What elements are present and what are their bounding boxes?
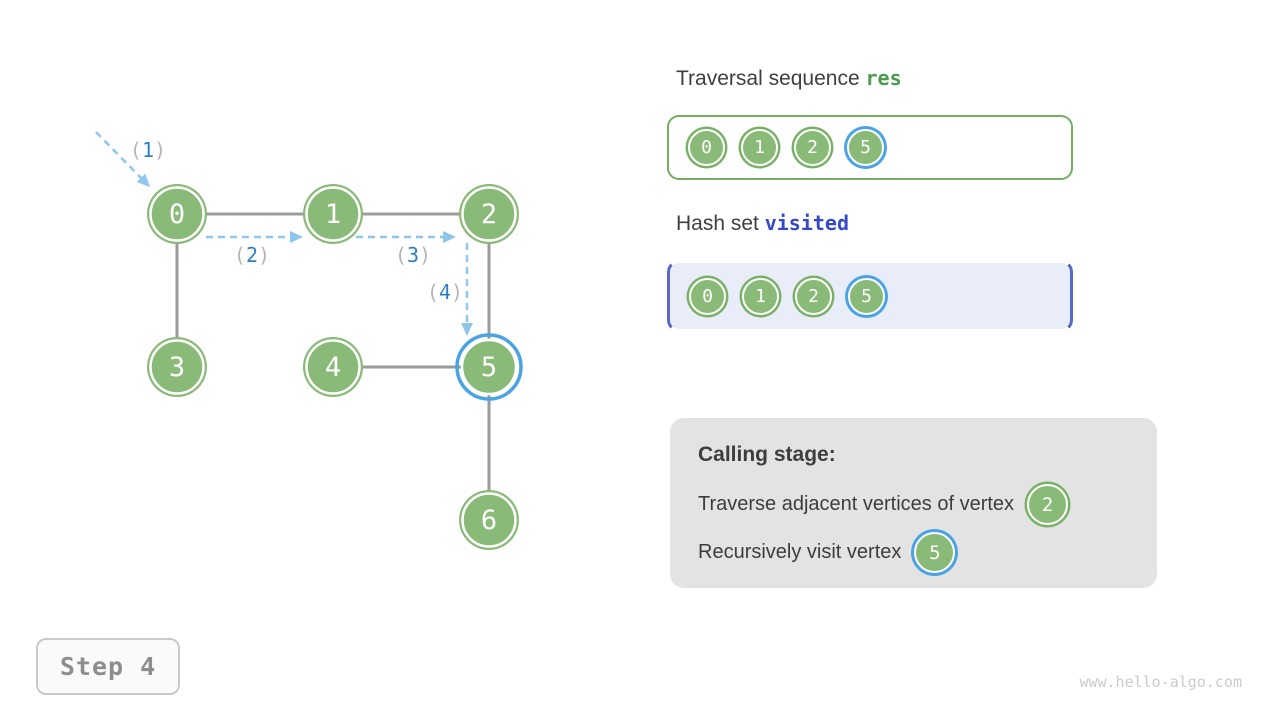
res-panel-title: Traversal sequence res <box>676 66 902 91</box>
visited-item-0: 0 <box>689 277 726 315</box>
graph-node-0: 0 <box>147 184 207 244</box>
node-6-circle <box>459 490 519 550</box>
res-sequence-box: 0 1 2 5 <box>667 115 1073 180</box>
node-1-circle <box>303 184 363 244</box>
res-item-2: 2 <box>794 129 831 166</box>
node-2-inner-ring <box>461 186 517 242</box>
res-item-3-highlighted: 5 <box>847 129 884 166</box>
watermark: www.hello-algo.com <box>1079 673 1242 691</box>
node-4-circle <box>303 337 363 397</box>
node-5-label: 5 <box>481 352 497 383</box>
graph-node-1: 1 <box>303 184 363 244</box>
step-badge: Step 4 <box>36 638 180 695</box>
node-6-inner-ring <box>461 492 517 548</box>
step-label-4: (4) <box>427 280 463 304</box>
graph-node-4: 4 <box>303 337 363 397</box>
calling-line-1: Traverse adjacent vertices of vertex 2 <box>698 484 1129 525</box>
graph-node-6: 6 <box>459 490 519 550</box>
visited-item-2: 2 <box>795 277 832 315</box>
node-0-inner-ring <box>149 186 205 242</box>
visited-panel-title: Hash set visited <box>676 211 849 236</box>
node-2-circle <box>459 184 519 244</box>
node-1-label: 1 <box>325 199 341 230</box>
calling-line-2: Recursively visit vertex 5 <box>698 532 1129 573</box>
node-3-label: 3 <box>169 352 185 383</box>
calling-line-2-text: Recursively visit vertex <box>698 541 902 563</box>
graph-node-5-highlighted: 5 <box>455 333 523 401</box>
visited-item-3-highlighted: 5 <box>848 277 885 315</box>
graph-node-3: 3 <box>147 337 207 397</box>
node-4-inner-ring <box>305 339 361 395</box>
step-label-2: (2) <box>234 243 270 267</box>
node-0-circle <box>147 184 207 244</box>
node-5-highlight-ring <box>455 333 523 401</box>
res-item-0: 0 <box>688 129 725 166</box>
traversal-step-labels: (1) (2) (3) (4) <box>130 138 463 304</box>
graph-diagram: (1) (2) (3) (4) 0 1 2 3 4 <box>95 131 523 550</box>
traversal-arrows <box>95 131 473 336</box>
visited-title-text: Hash set <box>676 212 759 235</box>
res-item-1: 1 <box>741 129 778 166</box>
step-label-1: (1) <box>130 138 166 162</box>
res-title-text: Traversal sequence <box>676 67 860 90</box>
node-4-label: 4 <box>325 352 341 383</box>
node-1-inner-ring <box>305 186 361 242</box>
calling-line-1-text: Traverse adjacent vertices of vertex <box>698 493 1015 515</box>
visited-set-box: 0 1 2 5 <box>667 260 1073 332</box>
graph-node-2: 2 <box>459 184 519 244</box>
traversal-arrow-1 <box>95 131 151 188</box>
visited-variable-name: visited <box>764 211 850 235</box>
calling-line-1-node: 2 <box>1027 484 1069 525</box>
calling-line-2-node-highlighted: 5 <box>914 532 956 573</box>
calling-stage-panel: Calling stage: Traverse adjacent vertice… <box>670 418 1157 588</box>
step-label-3: (3) <box>395 243 431 267</box>
visited-item-1: 1 <box>742 277 779 315</box>
node-3-inner-ring <box>149 339 205 395</box>
node-5-circle <box>461 339 517 395</box>
node-0-label: 0 <box>169 199 185 230</box>
node-3-circle <box>147 337 207 397</box>
node-6-label: 6 <box>481 505 497 536</box>
node-2-label: 2 <box>481 199 497 230</box>
res-variable-name: res <box>865 66 902 90</box>
node-5-inner-ring <box>460 338 518 396</box>
calling-stage-title: Calling stage: <box>698 443 836 466</box>
